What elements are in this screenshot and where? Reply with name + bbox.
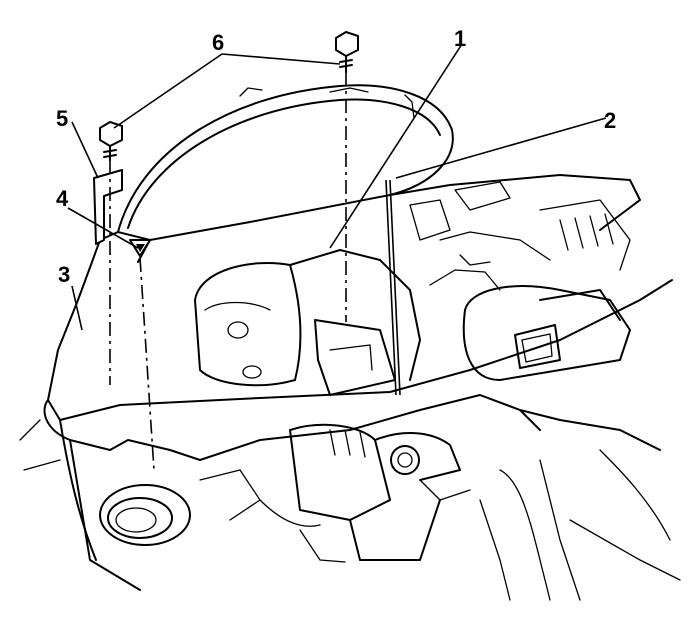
- assembly-lines: [109, 72, 401, 471]
- leader-lines: [67, 43, 607, 331]
- mounting-bracket: [93, 169, 123, 245]
- dashboard-body: [19, 174, 681, 601]
- cluster-cavity: [194, 249, 421, 396]
- callout-5: 5: [56, 106, 68, 131]
- retainer-clip: [129, 239, 151, 257]
- callout-3: 3: [58, 262, 70, 287]
- lower-vent-left: [99, 484, 191, 546]
- bolt-left: [99, 121, 123, 161]
- callout-2: 2: [604, 108, 616, 133]
- callout-6: 6: [212, 30, 224, 55]
- hvac-duct-right: [409, 181, 631, 381]
- callout-1: 1: [454, 26, 466, 51]
- bolt-center: [335, 31, 359, 73]
- callout-4: 4: [56, 186, 69, 211]
- steering-column-area: [199, 423, 471, 563]
